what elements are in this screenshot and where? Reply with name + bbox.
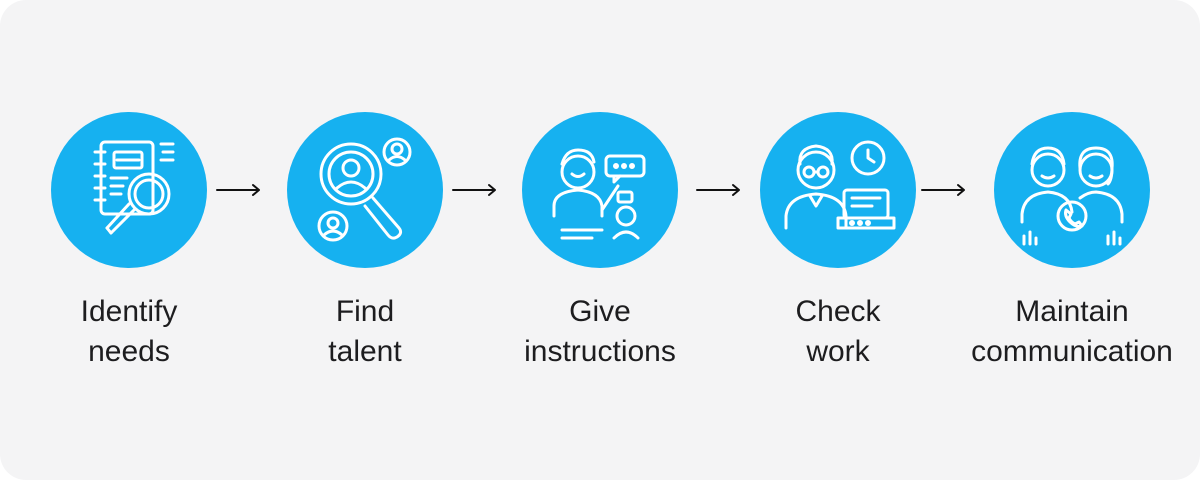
- step-label: Give instructions: [524, 292, 676, 372]
- communication-call-icon: [1020, 146, 1124, 246]
- step-label-line: Maintain: [1015, 295, 1129, 328]
- step-label: Maintain communication: [971, 292, 1173, 372]
- step-label-line: work: [806, 335, 870, 368]
- step-find-talent: Find talent: [245, 112, 485, 372]
- step-check-work: Check work: [718, 112, 958, 372]
- step-give-instructions: Give instructions: [480, 112, 720, 372]
- notebook-magnifier-icon: [93, 140, 175, 235]
- step-circle: [51, 112, 207, 268]
- work-review-clock-icon: [784, 140, 896, 230]
- step-circle: [287, 112, 443, 268]
- arrow-right-icon: [452, 182, 498, 198]
- step-label-line: Give: [569, 295, 631, 328]
- step-circle: [522, 112, 678, 268]
- step-label: Check work: [795, 292, 880, 372]
- step-label-line: instructions: [524, 335, 676, 368]
- step-label-line: Find: [335, 295, 395, 328]
- step-label: Find talent: [328, 292, 401, 372]
- step-label-line: Check: [795, 295, 881, 328]
- arrow-right-icon: [696, 182, 742, 198]
- arrow-right-icon: [921, 182, 967, 198]
- step-maintain-communication: Maintain communication: [952, 112, 1192, 372]
- arrow-right-icon: [216, 182, 262, 198]
- step-label: Identify needs: [81, 292, 178, 372]
- step-circle: [760, 112, 916, 268]
- step-label-line: communication: [971, 335, 1173, 368]
- step-label-line: talent: [328, 335, 402, 368]
- step-identify-needs: Identify needs: [9, 112, 249, 372]
- talent-search-icon: [317, 137, 412, 242]
- step-circle: [994, 112, 1150, 268]
- instructions-chat-icon: [552, 148, 646, 240]
- step-label-line: Identify: [80, 295, 178, 328]
- step-label-line: needs: [88, 335, 170, 368]
